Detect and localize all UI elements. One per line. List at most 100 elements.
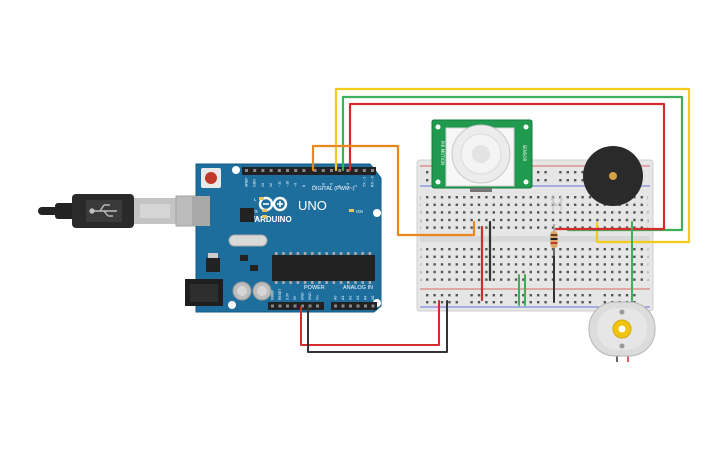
bb-hole[interactable] xyxy=(588,218,592,222)
bb-hole[interactable] xyxy=(529,248,532,251)
bb-hole[interactable] xyxy=(485,211,488,214)
bb-hole[interactable] xyxy=(514,196,518,199)
bb-hole[interactable] xyxy=(433,278,436,281)
bb-hole[interactable] xyxy=(574,211,577,214)
bb-hole[interactable] xyxy=(440,218,444,222)
bb-hole[interactable] xyxy=(581,218,584,222)
bb-hole[interactable] xyxy=(625,226,629,229)
digital-pin[interactable] xyxy=(302,169,306,172)
bb-hole[interactable] xyxy=(485,270,488,274)
bb-hole[interactable] xyxy=(603,278,606,281)
bb-hole[interactable] xyxy=(426,248,429,251)
bb-hole[interactable] xyxy=(537,278,540,281)
bb-hole[interactable] xyxy=(440,278,444,281)
bb-hole[interactable] xyxy=(440,255,444,258)
bb-hole[interactable] xyxy=(485,218,488,222)
bb-hole[interactable] xyxy=(500,301,503,304)
bb-hole[interactable] xyxy=(529,203,532,206)
bb-hole[interactable] xyxy=(448,218,451,222)
bb-hole[interactable] xyxy=(537,226,540,229)
bb-hole[interactable] xyxy=(522,294,525,297)
bb-hole[interactable] xyxy=(574,301,577,304)
power-pin[interactable] xyxy=(293,304,297,308)
bb-hole[interactable] xyxy=(603,263,606,266)
bb-hole[interactable] xyxy=(544,179,547,182)
bb-hole[interactable] xyxy=(448,270,451,274)
power-pin[interactable] xyxy=(301,304,304,308)
bb-hole[interactable] xyxy=(477,278,481,281)
bb-hole[interactable] xyxy=(618,278,621,281)
bb-hole[interactable] xyxy=(529,294,532,297)
bb-hole[interactable] xyxy=(596,270,599,274)
bb-hole[interactable] xyxy=(559,278,562,281)
bb-hole[interactable] xyxy=(500,278,503,281)
bb-hole[interactable] xyxy=(500,255,503,258)
led[interactable] xyxy=(550,195,564,212)
bb-hole[interactable] xyxy=(492,248,495,251)
bb-hole[interactable] xyxy=(522,263,525,266)
bb-hole[interactable] xyxy=(455,255,458,258)
bb-hole[interactable] xyxy=(633,248,636,251)
bb-hole[interactable] xyxy=(611,218,614,222)
bb-hole[interactable] xyxy=(529,301,532,304)
bb-hole[interactable] xyxy=(470,218,473,222)
bb-hole[interactable] xyxy=(566,301,569,304)
bb-hole[interactable] xyxy=(492,255,495,258)
bb-hole[interactable] xyxy=(426,211,429,214)
bb-hole[interactable] xyxy=(611,294,614,297)
bb-hole[interactable] xyxy=(463,278,466,281)
bb-hole[interactable] xyxy=(618,248,621,251)
bb-hole[interactable] xyxy=(537,211,540,214)
bb-hole[interactable] xyxy=(433,196,436,199)
bb-hole[interactable] xyxy=(529,263,532,266)
analog-pin[interactable] xyxy=(341,304,345,308)
bb-hole[interactable] xyxy=(500,203,503,206)
bb-hole[interactable] xyxy=(500,226,503,229)
bb-hole[interactable] xyxy=(625,248,629,251)
bb-hole[interactable] xyxy=(574,255,577,258)
bb-hole[interactable] xyxy=(426,196,429,199)
bb-hole[interactable] xyxy=(537,294,540,297)
bb-hole[interactable] xyxy=(618,211,621,214)
bb-hole[interactable] xyxy=(596,263,599,266)
bb-hole[interactable] xyxy=(544,203,547,206)
bb-hole[interactable] xyxy=(463,226,466,229)
bb-hole[interactable] xyxy=(455,270,458,274)
bb-hole[interactable] xyxy=(603,301,606,304)
bb-hole[interactable] xyxy=(640,196,643,199)
bb-hole[interactable] xyxy=(448,248,451,251)
bb-hole[interactable] xyxy=(625,278,629,281)
bb-hole[interactable] xyxy=(633,196,636,199)
bb-hole[interactable] xyxy=(588,255,592,258)
bb-hole[interactable] xyxy=(492,226,495,229)
bb-hole[interactable] xyxy=(574,278,577,281)
bb-hole[interactable] xyxy=(574,196,577,199)
bb-hole[interactable] xyxy=(566,226,569,229)
bb-hole[interactable] xyxy=(559,226,562,229)
bb-hole[interactable] xyxy=(544,171,547,174)
bb-hole[interactable] xyxy=(514,226,518,229)
bb-hole[interactable] xyxy=(633,263,636,266)
bb-hole[interactable] xyxy=(470,248,473,251)
bb-hole[interactable] xyxy=(485,278,488,281)
bb-hole[interactable] xyxy=(492,263,495,266)
bb-hole[interactable] xyxy=(559,301,562,304)
bb-hole[interactable] xyxy=(618,294,621,297)
bb-hole[interactable] xyxy=(455,218,458,222)
bb-hole[interactable] xyxy=(522,255,525,258)
bb-hole[interactable] xyxy=(603,218,606,222)
bb-hole[interactable] xyxy=(625,218,629,222)
power-pin[interactable] xyxy=(278,304,282,308)
bb-hole[interactable] xyxy=(633,270,636,274)
bb-hole[interactable] xyxy=(603,226,606,229)
bb-hole[interactable] xyxy=(566,203,569,206)
bb-hole[interactable] xyxy=(559,171,562,174)
bb-hole[interactable] xyxy=(603,211,606,214)
bb-hole[interactable] xyxy=(559,248,562,251)
bb-hole[interactable] xyxy=(448,301,451,304)
bb-hole[interactable] xyxy=(433,211,436,214)
bb-hole[interactable] xyxy=(426,255,429,258)
bb-hole[interactable] xyxy=(633,211,636,214)
bb-hole[interactable] xyxy=(640,255,643,258)
bb-hole[interactable] xyxy=(640,211,643,214)
